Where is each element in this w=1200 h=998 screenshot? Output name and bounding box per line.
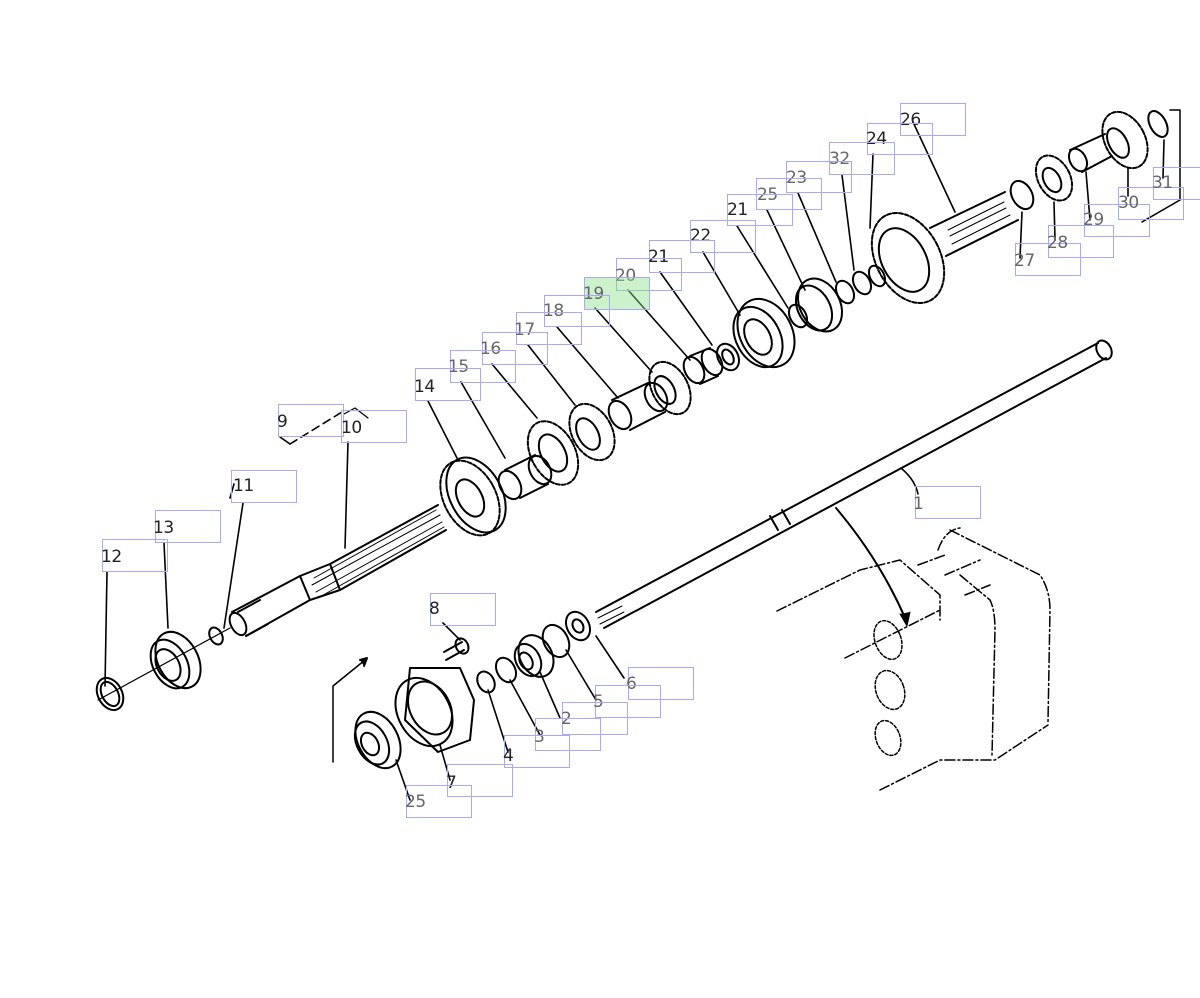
washer-21 — [715, 342, 741, 372]
part-hotspot-23[interactable] — [786, 161, 852, 193]
gear-14 — [439, 456, 507, 537]
washer-6 — [565, 610, 591, 642]
gear-28 — [1034, 154, 1074, 202]
part-hotspot-9[interactable] — [278, 404, 344, 437]
part-hotspot-25[interactable] — [406, 785, 472, 818]
part-hotspot-22[interactable] — [690, 220, 756, 253]
part-hotspot-18[interactable] — [544, 295, 610, 327]
part-hotspot-4[interactable] — [504, 735, 570, 768]
bearing-13 — [149, 630, 202, 690]
ring-23 — [834, 279, 856, 305]
part-hotspot-21[interactable] — [727, 194, 793, 226]
sleeve-29 — [1067, 133, 1113, 173]
gear-24 — [870, 212, 946, 304]
housing-7 — [394, 667, 475, 753]
bearing-2 — [513, 634, 555, 678]
part-hotspot-12[interactable] — [102, 539, 168, 572]
part-hotspot-1[interactable] — [915, 486, 981, 519]
ring-32 — [851, 264, 887, 296]
part-hotspot-26[interactable] — [900, 103, 966, 136]
part-hotspot-31[interactable] — [1153, 167, 1200, 200]
insertion-arrow — [332, 657, 368, 763]
snap-ring-5 — [541, 623, 571, 659]
part-hotspot-17[interactable] — [516, 312, 582, 345]
bolt-8 — [443, 637, 470, 661]
shaft-1 — [595, 339, 1113, 629]
ring-4 — [476, 670, 496, 694]
part-hotspot-21[interactable] — [649, 240, 715, 273]
part-hotspot-8[interactable] — [430, 593, 496, 626]
gear-17 — [568, 402, 616, 462]
gear-19 — [648, 360, 692, 416]
main-shaft — [208, 504, 447, 646]
part-hotspot-30[interactable] — [1118, 187, 1184, 220]
part-hotspot-13[interactable] — [155, 510, 221, 543]
part-hotspot-6[interactable] — [628, 667, 694, 700]
part-hotspot-19[interactable] — [584, 277, 650, 310]
ring-3 — [494, 656, 518, 684]
ring-27 — [1009, 179, 1035, 211]
part-hotspot-28[interactable] — [1048, 225, 1114, 258]
shaft-26 — [929, 191, 1019, 257]
gear-16 — [526, 420, 580, 486]
part-hotspot-11[interactable] — [231, 470, 297, 503]
snap-ring-31 — [1147, 110, 1169, 138]
bearing-25-lower — [353, 710, 402, 770]
part-hotspot-7[interactable] — [447, 764, 513, 797]
bearing-22 — [732, 297, 796, 369]
part-hotspot-3[interactable] — [535, 718, 601, 751]
part-hotspot-10[interactable] — [341, 410, 407, 443]
part-hotspot-29[interactable] — [1084, 204, 1150, 237]
part-hotspot-24[interactable] — [867, 123, 933, 155]
part-hotspot-15[interactable] — [450, 350, 516, 383]
part-hotspot-5[interactable] — [595, 685, 661, 718]
part-hotspot-32[interactable] — [829, 142, 895, 175]
transmission-case — [776, 527, 1051, 791]
part-hotspot-14[interactable] — [415, 368, 481, 401]
gear-30 — [1101, 110, 1149, 170]
